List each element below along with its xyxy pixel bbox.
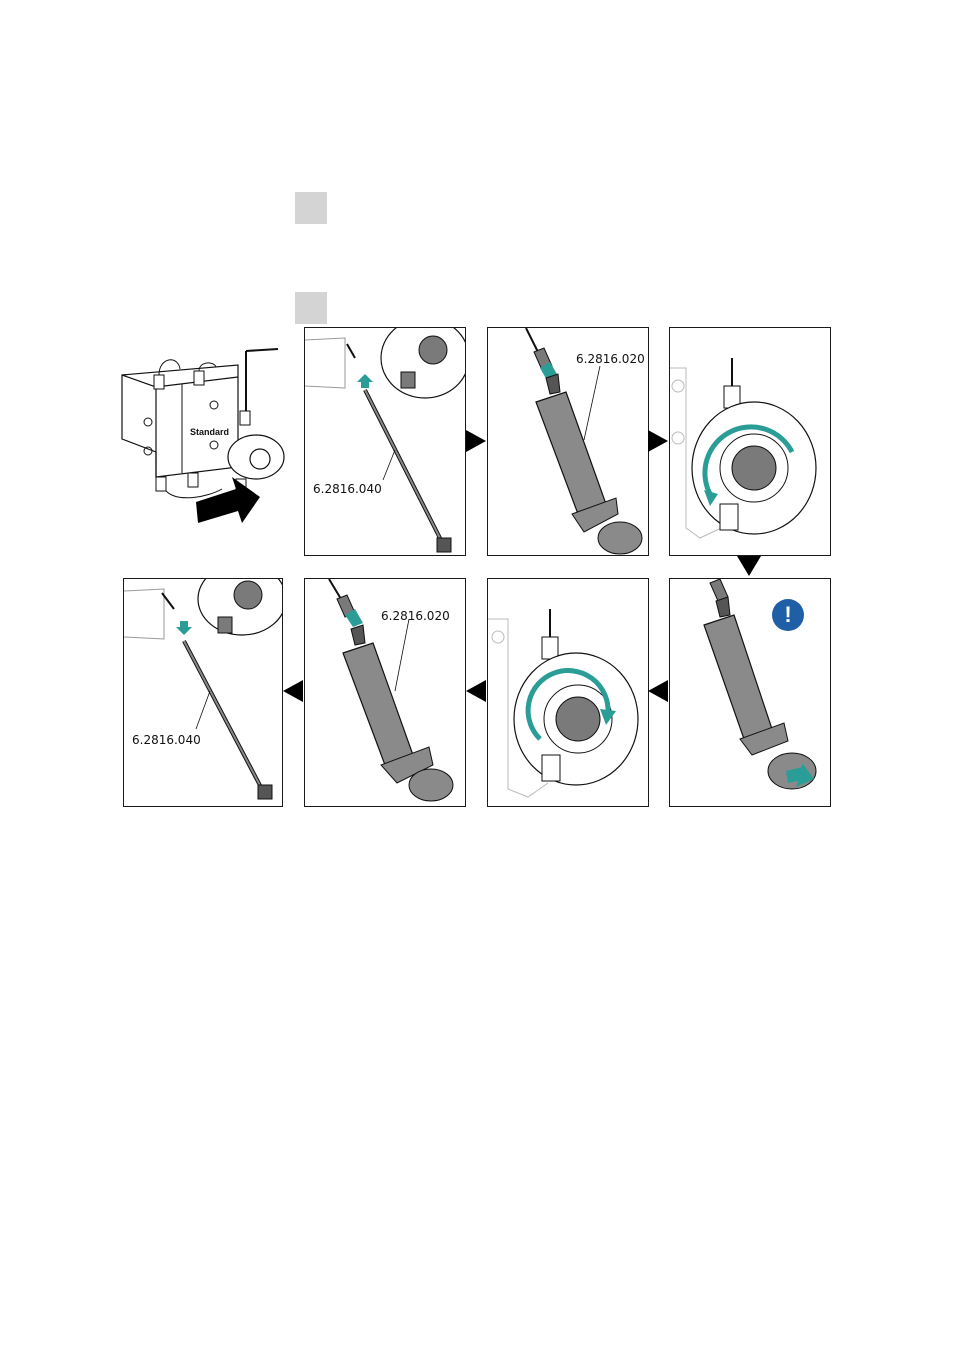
panel-connect-syringe: 6.2816.020 <box>487 327 649 556</box>
overview-label: Standard <box>190 427 229 437</box>
sequence-arrow-down <box>737 556 761 576</box>
sequence-arrow-left-3 <box>283 680 303 702</box>
tube-part-number: 6.2816.040 <box>313 482 382 496</box>
overview-illustration: Standard <box>118 327 286 557</box>
panel-rotate-valve-ccw <box>669 327 831 556</box>
step-marker-1 <box>295 192 327 224</box>
sequence-arrow-left-1 <box>648 680 668 702</box>
panel-tube-disconnect: 6.2816.040 <box>123 578 283 807</box>
panel-syringe-disconnect: 6.2816.020 <box>304 578 466 807</box>
sequence-arrow-right-2 <box>648 430 668 452</box>
syringe-part-number: 6.2816.020 <box>576 352 645 366</box>
sequence-arrow-left-2 <box>466 680 486 702</box>
tube-part-number-2: 6.2816.040 <box>132 733 201 747</box>
panel-pull-plunger: ! <box>669 578 831 807</box>
sequence-arrow-right-1 <box>466 430 486 452</box>
warning-icon: ! <box>772 599 804 631</box>
panel-connect-tube: 6.2816.040 <box>304 327 466 556</box>
step-marker-2 <box>295 292 327 324</box>
syringe-part-number-2: 6.2816.020 <box>381 609 450 623</box>
panel-rotate-valve-cw <box>487 578 649 807</box>
